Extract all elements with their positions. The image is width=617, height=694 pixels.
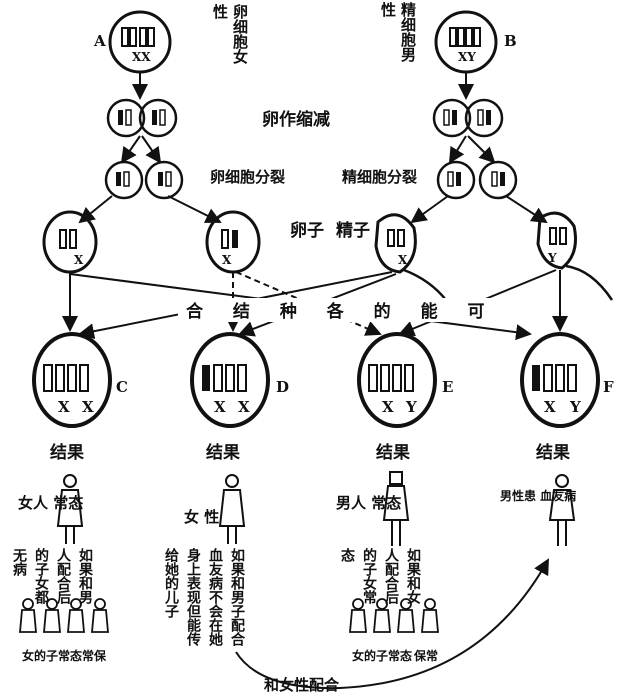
gamete-egg-2: X xyxy=(205,210,261,274)
sperm-split-label: 精细胞分裂 xyxy=(342,168,417,186)
cell-a: XX xyxy=(108,10,172,74)
figure-woman-normal xyxy=(56,474,84,544)
female-title: 卵细胞女性 xyxy=(211,4,249,64)
figure-man-normal xyxy=(382,471,410,546)
zygote-d-sex-1: X xyxy=(214,398,226,416)
zygote-e-sex-2: Y xyxy=(405,398,417,416)
combination-banner: 合 结 种 各 的 能 可 xyxy=(186,301,497,322)
second-division-right xyxy=(436,160,518,200)
cell-a-label: A xyxy=(93,32,106,50)
bottom-note: 和女性配合 xyxy=(264,676,340,694)
cell-b: XY xyxy=(434,10,498,74)
gamete-4-label: Y xyxy=(547,251,557,265)
gamete-2-label: X xyxy=(222,253,232,267)
children-caption-1: 女的子常态 xyxy=(22,648,82,663)
result-d: 结果 xyxy=(206,442,240,463)
male-title: 精细胞男性 xyxy=(379,2,417,62)
result-f: 结果 xyxy=(536,442,570,463)
zygote-e-sex-1: X xyxy=(382,398,394,416)
children-caption-2: 常保 xyxy=(82,648,107,663)
zygote-c-sex-1: X xyxy=(58,398,70,416)
zygote-e: X Y xyxy=(357,332,437,428)
zygote-c-letter: C xyxy=(116,378,128,396)
gamete-1-label: X xyxy=(74,253,84,267)
gamete-sperm-1: X xyxy=(374,213,447,301)
zygote-f-sex-1: X xyxy=(544,398,556,416)
sperm-label: 精子 xyxy=(336,220,370,241)
cell-a-sex: XX xyxy=(132,50,151,64)
note-c: 如果和男人配合后的子女都无病 xyxy=(11,548,93,604)
egg-split-label: 卵细胞分裂 xyxy=(210,168,285,186)
children-right xyxy=(349,598,439,633)
desc-c: 女人 常态 xyxy=(18,494,83,512)
result-e: 结果 xyxy=(376,442,410,463)
desc-e: 男人 常态 xyxy=(336,494,401,512)
zygote-d-letter: D xyxy=(276,378,289,396)
zygote-d-sex-2: X xyxy=(238,398,250,416)
zygote-c: X X xyxy=(32,332,112,428)
children-caption-4: 保常 xyxy=(413,648,438,663)
cell-b-label: B xyxy=(504,32,517,50)
cell-b-sex: XY xyxy=(458,50,476,64)
desc-d: 女 性 xyxy=(184,508,219,526)
gamete-3-label: X xyxy=(398,253,408,267)
second-division-left xyxy=(104,160,184,200)
result-c: 结果 xyxy=(50,442,84,463)
desc-f: 男性患 血友病 xyxy=(500,488,576,503)
children-caption-3: 女的子常态 xyxy=(352,648,412,663)
zygote-f-letter: F xyxy=(603,378,614,396)
gamete-sperm-2: Y xyxy=(536,211,614,301)
zygote-c-sex-2: X xyxy=(82,398,94,416)
zygote-f-sex-2: Y xyxy=(569,398,581,416)
note-d: 如果和男子配合血友病不会在她身上表现但能传给她的儿子 xyxy=(163,548,245,646)
note-e: 如果和女人配合后的子女常态 xyxy=(339,548,421,604)
meiosis-title: 卵作缩减 xyxy=(262,109,330,130)
children-left xyxy=(19,598,109,633)
dividing-cell-left xyxy=(106,98,178,138)
egg-label: 卵子 xyxy=(290,220,324,241)
gamete-egg-1: X xyxy=(42,210,98,274)
figure-man-hemophilia xyxy=(548,474,576,546)
zygote-f: X Y xyxy=(520,332,600,428)
figure-woman-carrier xyxy=(218,474,246,544)
dividing-cell-right xyxy=(432,98,504,138)
zygote-e-letter: E xyxy=(442,378,453,396)
zygote-d: X X xyxy=(190,332,270,428)
